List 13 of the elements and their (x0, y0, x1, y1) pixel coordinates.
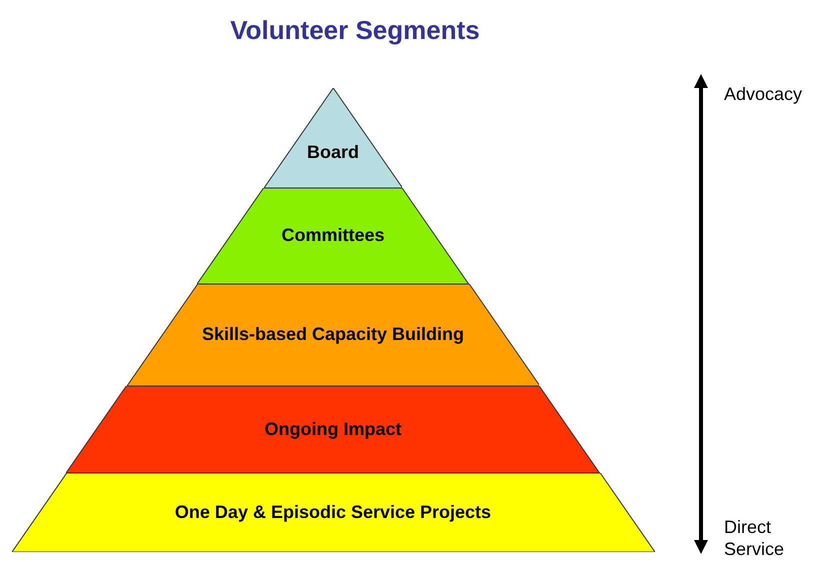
tier-label: One Day & Episodic Service Projects (174, 500, 492, 524)
tier-label: Committees (281, 224, 384, 248)
axis-label: Direct Service (724, 517, 786, 560)
axis-label: Advocacy (724, 83, 802, 106)
tier-label: Skills-based Capacity Building (202, 323, 464, 346)
title: Volunteer Segments (229, 14, 481, 46)
pyramid-tier (12, 473, 654, 552)
tier-label: Board (306, 141, 359, 164)
pyramid-tier (126, 284, 540, 386)
tier-label: Ongoing Impact (264, 418, 402, 441)
pyramid-tier (197, 188, 469, 284)
pyramid-tier (264, 88, 402, 188)
pyramid-tier (66, 386, 600, 473)
